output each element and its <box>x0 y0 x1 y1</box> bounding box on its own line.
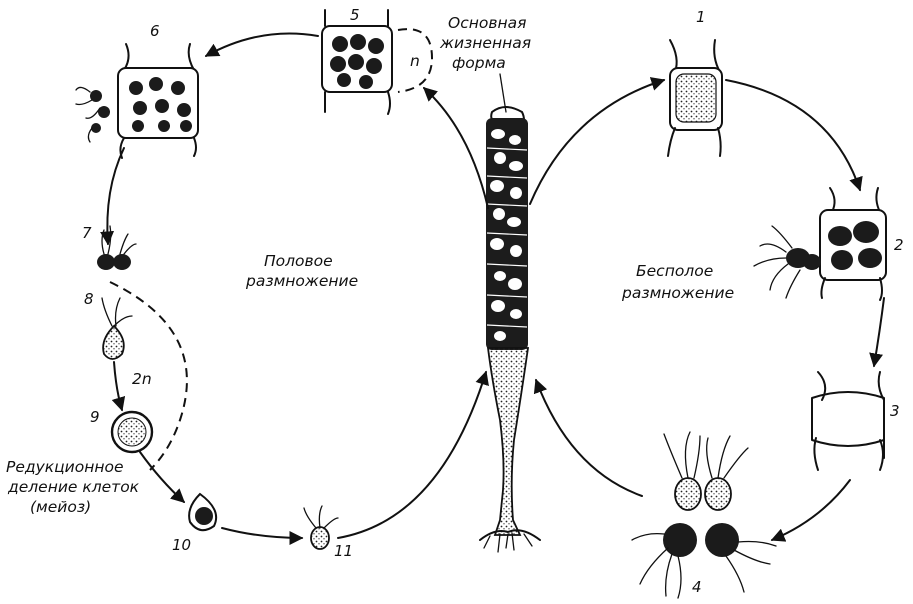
cell-3 <box>812 372 884 470</box>
cell-1 <box>668 40 722 156</box>
diploid-label: 2n <box>132 370 152 388</box>
zygote-9 <box>112 412 152 452</box>
cell-6 <box>76 44 198 158</box>
zoospores-4 <box>632 432 776 598</box>
asexual-line-1: Бесполое <box>636 262 713 280</box>
main-filament <box>480 107 540 552</box>
sexual-line-2: размножение <box>245 272 358 290</box>
stage-7-number: 7 <box>82 224 92 242</box>
main-form-label: Основная жизненная форма <box>439 14 531 72</box>
stage-8-number: 8 <box>84 290 94 308</box>
meiosis-line-3: (мейоз) <box>30 498 91 516</box>
stage-9-number: 9 <box>90 408 100 426</box>
stage-10-number: 10 <box>172 536 191 554</box>
sexual-reproduction-label: Половое размножение <box>245 252 358 290</box>
sexual-line-1: Половое <box>264 252 333 270</box>
zygote-8 <box>102 298 132 359</box>
main-form-line-1: Основная <box>448 14 526 32</box>
stage-4-number: 4 <box>692 578 702 596</box>
gametes-7 <box>97 226 136 270</box>
stage-5-number: 5 <box>350 6 360 24</box>
stage-6-number: 6 <box>150 22 160 40</box>
zoospore-11 <box>304 506 338 549</box>
main-form-line-3: форма <box>452 54 506 72</box>
asexual-line-2: размножение <box>621 284 734 302</box>
meiosis-line-1: Редукционное <box>6 458 124 476</box>
haploid-label: n <box>410 52 420 70</box>
cell-2 <box>754 188 886 300</box>
asexual-reproduction-label: Бесполое размножение <box>621 262 734 302</box>
main-form-line-2: жизненная <box>439 34 531 52</box>
meiosis-cell-10 <box>189 494 216 530</box>
meiosis-label: Редукционное деление клеток (мейоз) <box>6 458 140 516</box>
meiosis-line-2: деление клеток <box>7 478 140 496</box>
stage-1-number: 1 <box>696 8 706 26</box>
stage-2-number: 2 <box>894 236 904 254</box>
stage-3-number: 3 <box>890 402 900 420</box>
stage-11-number: 11 <box>334 542 353 560</box>
